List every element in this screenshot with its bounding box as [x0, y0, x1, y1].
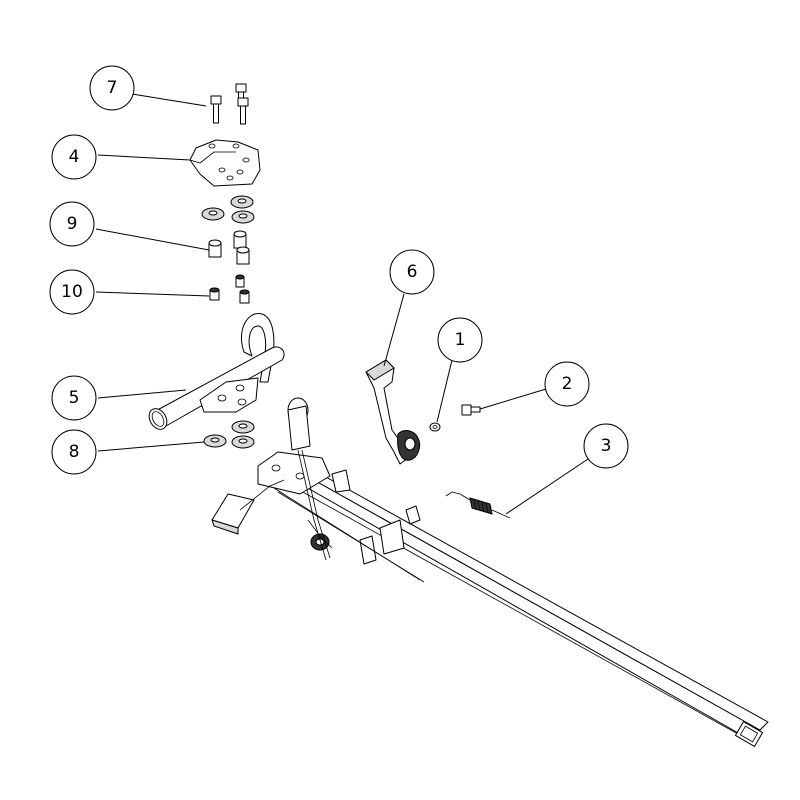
pedal-arm [365, 359, 421, 465]
shift-lever [287, 397, 331, 561]
callout-9: 9 [49, 201, 95, 247]
spring-part [445, 491, 511, 519]
callout-3: 3 [583, 423, 629, 469]
pin-part [461, 404, 481, 416]
svg-text:1: 1 [455, 330, 466, 350]
bolt-parts [210, 83, 249, 125]
svg-text:2: 2 [562, 374, 573, 394]
svg-text:7: 7 [107, 78, 118, 98]
svg-text:5: 5 [69, 388, 80, 408]
svg-text:6: 6 [407, 262, 418, 282]
callout-5: 5 [51, 375, 97, 421]
callout-10: 10 [49, 269, 95, 315]
frame-base [257, 451, 425, 583]
spacer-parts [208, 230, 250, 265]
lower-washers [203, 420, 255, 449]
callout-6: 6 [389, 249, 435, 295]
leader-lines [95, 93, 589, 515]
callout-7: 7 [89, 65, 135, 111]
pedal-pad [211, 479, 285, 535]
callout-4: 4 [51, 134, 97, 180]
svg-text:9: 9 [67, 214, 78, 234]
svg-text:3: 3 [601, 436, 612, 456]
svg-text:10: 10 [61, 282, 83, 302]
callout-1: 1 [437, 317, 483, 363]
callout-2: 2 [544, 361, 590, 407]
svg-text:4: 4 [69, 147, 80, 167]
frame-rail [289, 465, 769, 747]
callout-8: 8 [51, 429, 97, 475]
bracket-plate [189, 139, 261, 187]
upper-washers [201, 195, 255, 224]
svg-text:8: 8 [69, 442, 80, 462]
pedal-tube-assembly [148, 313, 285, 430]
bushing-parts [209, 274, 250, 304]
small-washer [429, 422, 441, 432]
